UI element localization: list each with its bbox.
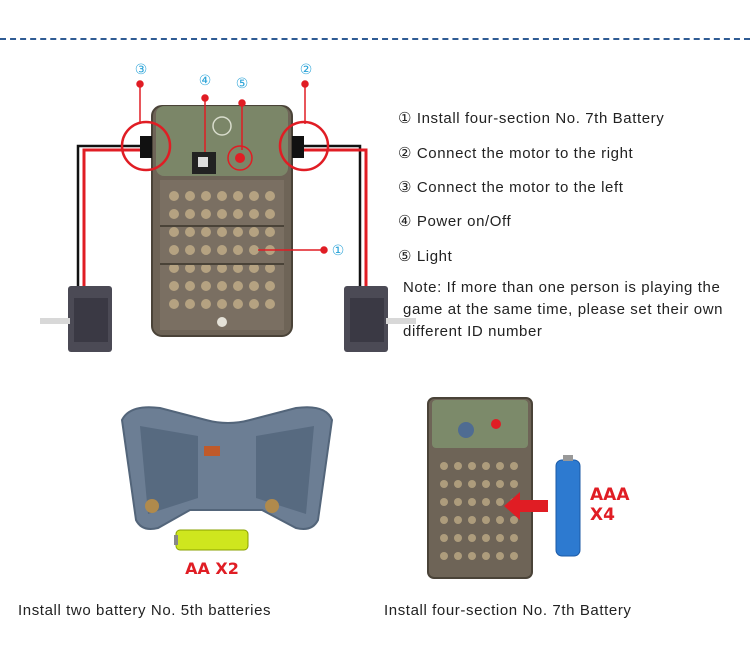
insert-arrow-icon	[504, 492, 548, 520]
aaa-battery-box	[427, 397, 533, 579]
instruction-3-text: Connect the motor to the left	[416, 179, 624, 196]
left-connector-highlight	[120, 120, 172, 172]
instruction-4-text: Power on/Off	[416, 213, 512, 230]
right-motor-wires	[300, 144, 368, 290]
callout-1: ①	[332, 243, 345, 259]
instruction-3: ③ Connect the motor to the left	[398, 178, 624, 196]
instruction-2-text: Connect the motor to the right	[416, 145, 634, 162]
note-text: Note: If more than one person is playing…	[403, 279, 724, 340]
aaa-battery-label-line1: AAA	[590, 485, 630, 505]
caption-left: Install two battery No. 5th batteries	[18, 602, 272, 619]
dashed-divider	[0, 38, 750, 40]
instruction-5-num: ⑤	[398, 248, 413, 265]
instruction-2-num: ②	[398, 145, 413, 162]
callout-5: ⑤	[236, 76, 249, 92]
instruction-1-text: Install four-section No. 7th Battery	[416, 110, 665, 127]
instruction-2: ② Connect the motor to the right	[398, 144, 633, 162]
left-motor-wires	[76, 144, 140, 290]
instruction-5: ⑤ Light	[398, 247, 452, 265]
instruction-4-num: ④	[398, 213, 413, 230]
led-light	[235, 153, 245, 163]
controller-battery-shell	[120, 406, 334, 530]
caption-right: Install four-section No. 7th Battery	[384, 602, 632, 619]
aa-battery-label: AA X2	[185, 559, 239, 578]
instruction-5-text: Light	[416, 248, 453, 265]
instruction-1: ① Install four-section No. 7th Battery	[398, 109, 664, 127]
instruction-4: ④ Power on/Off	[398, 212, 511, 230]
instruction-1-num: ①	[398, 110, 413, 127]
instruction-3-num: ③	[398, 179, 413, 196]
aa-battery	[174, 529, 249, 551]
callout-3: ③	[135, 62, 148, 78]
right-connector-highlight	[278, 120, 330, 172]
aaa-battery	[555, 455, 581, 557]
aaa-battery-label-line2: X4	[590, 505, 615, 525]
callout-2: ②	[300, 62, 313, 78]
callout-4: ④	[199, 73, 212, 89]
left-motor	[40, 286, 112, 352]
receiver-battery-box	[151, 105, 293, 337]
right-motor	[344, 286, 416, 352]
